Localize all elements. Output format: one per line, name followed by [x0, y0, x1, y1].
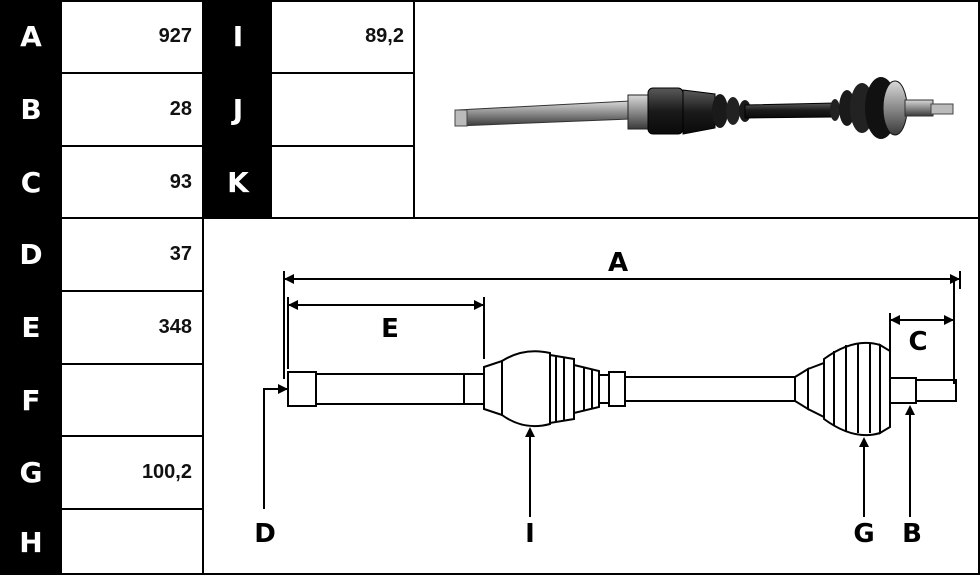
- divider: [62, 508, 202, 510]
- row-value-i: 89,2: [272, 0, 414, 73]
- row-value-a: 927: [62, 0, 202, 73]
- label-text: G: [19, 456, 43, 489]
- divider: [62, 290, 202, 292]
- arrowhead: [525, 427, 535, 437]
- dim-label-c: C: [908, 327, 927, 357]
- arrowhead: [944, 315, 954, 325]
- row-label-i: I: [204, 0, 272, 73]
- arrowhead: [288, 300, 298, 310]
- label-text: D: [19, 238, 43, 271]
- arrowhead: [278, 384, 288, 394]
- dim-label-e: E: [381, 314, 399, 344]
- row-value-j: [272, 73, 414, 146]
- arrowhead: [474, 300, 484, 310]
- label-text: K: [227, 165, 249, 199]
- row-label-d: D: [0, 218, 62, 291]
- drive-shaft-photo: [454, 77, 954, 139]
- label-text: B: [20, 93, 42, 126]
- arrowhead: [890, 315, 900, 325]
- divider: [272, 72, 414, 74]
- value-text: 927: [158, 25, 192, 47]
- row-label-k: K: [204, 146, 272, 218]
- divider: [62, 217, 980, 219]
- label-text: F: [21, 383, 41, 417]
- label-text: I: [232, 20, 244, 53]
- row-value-k: [272, 146, 414, 218]
- dim-label-g: G: [853, 519, 874, 549]
- row-label-g: G: [0, 436, 62, 509]
- arrowhead: [950, 274, 960, 284]
- value-text: 28: [169, 98, 192, 120]
- label-text: J: [232, 93, 244, 126]
- value-text: 100,2: [141, 461, 192, 483]
- row-label-b: B: [0, 73, 62, 146]
- divider: [272, 145, 414, 147]
- divider: [413, 0, 415, 218]
- row-label-c: C: [0, 146, 62, 218]
- row-value-d: 37: [62, 218, 202, 291]
- value-text: 89,2: [365, 25, 404, 47]
- row-value-c: 93: [62, 146, 202, 218]
- row-value-f: [62, 364, 202, 436]
- row-label-a: A: [0, 0, 62, 73]
- arrowhead: [284, 274, 294, 284]
- row-value-g: 100,2: [62, 436, 202, 509]
- divider: [62, 0, 980, 2]
- row-label-f: F: [0, 364, 62, 436]
- divider: [202, 0, 204, 575]
- divider: [62, 573, 980, 575]
- row-label-h: H: [0, 509, 62, 575]
- value-text: 93: [169, 170, 192, 193]
- arrowhead: [859, 437, 869, 447]
- row-value-e: 348: [62, 291, 202, 364]
- divider: [62, 145, 202, 147]
- row-label-e: E: [0, 291, 62, 364]
- divider: [978, 0, 980, 575]
- divider: [62, 363, 202, 365]
- value-text: 348: [158, 316, 192, 338]
- label-text: C: [20, 165, 42, 199]
- dim-label-d: D: [254, 519, 276, 549]
- dim-label-i: I: [525, 519, 535, 549]
- divider: [62, 72, 202, 74]
- label-text: A: [20, 20, 42, 53]
- arrowhead: [905, 405, 915, 415]
- dimension-diagram: A E C D I G B: [254, 248, 961, 549]
- dim-label-a: A: [608, 248, 628, 278]
- row-value-b: 28: [62, 73, 202, 146]
- value-text: 37: [169, 243, 192, 265]
- label-text: H: [19, 525, 43, 559]
- label-text: E: [21, 311, 41, 344]
- divider: [62, 435, 202, 437]
- row-value-h: [62, 509, 202, 575]
- dim-label-b: B: [902, 519, 922, 549]
- row-label-j: J: [204, 73, 272, 146]
